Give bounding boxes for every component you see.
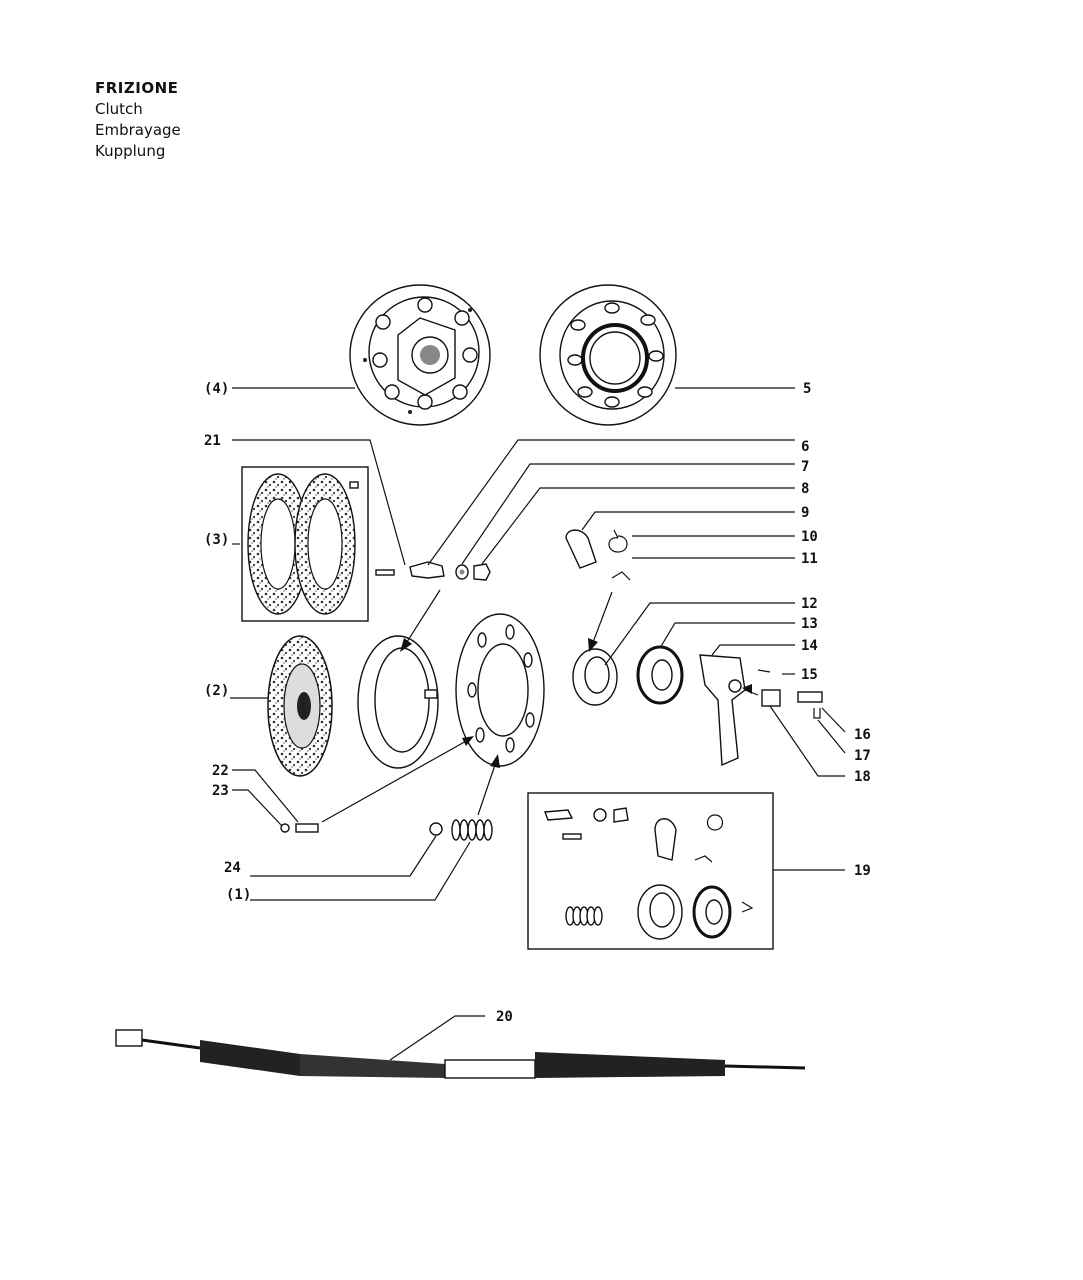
clutch-cover [539, 284, 677, 426]
assembly-arrows [321, 589, 759, 823]
label-part-8: 8 [801, 481, 809, 497]
label-part-14: 14 [801, 638, 818, 654]
leader-lines [230, 387, 846, 1061]
label-part-22: 22 [212, 763, 229, 779]
title-block: FRIZIONE Clutch Embrayage Kupplung [95, 78, 181, 162]
label-part-6: 6 [801, 439, 809, 455]
bolt-and-washer [280, 823, 319, 833]
label-part-11: 11 [801, 551, 818, 567]
friction-lining-set [241, 466, 369, 622]
label-part-10: 10 [801, 529, 818, 545]
clutch-cable [115, 1029, 806, 1079]
label-part-12: 12 [801, 596, 818, 612]
label-part-9: 9 [801, 505, 809, 521]
release-bearing [636, 645, 684, 705]
title-italian: FRIZIONE [95, 79, 179, 97]
label-part-5: 5 [803, 381, 811, 397]
spring-and-cup [429, 819, 493, 841]
label-part-17: 17 [854, 748, 871, 764]
part-number-labels: (4) 5 21 6 7 8 9 10 11 (3) 12 13 14 15 (… [204, 381, 871, 1025]
fork-pin-parts [757, 669, 823, 719]
title-german: Kupplung [95, 142, 166, 160]
repair-kit-box [527, 792, 774, 950]
label-part-4: (4) [204, 381, 229, 397]
label-part-21: 21 [204, 433, 221, 449]
label-part-18: 18 [854, 769, 871, 785]
label-part-13: 13 [801, 616, 818, 632]
label-part-16: 16 [854, 727, 871, 743]
release-fork [699, 654, 746, 767]
label-part-24: 24 [224, 860, 241, 876]
title-french: Embrayage [95, 121, 181, 139]
label-part-1: (1) [226, 887, 251, 903]
label-part-20: 20 [496, 1009, 513, 1025]
spring-plate [455, 613, 545, 767]
label-part-23: 23 [212, 783, 229, 799]
label-part-2: (2) [204, 683, 229, 699]
label-part-3: (3) [204, 532, 229, 548]
release-ring [357, 635, 439, 769]
lever-and-spring [565, 529, 631, 581]
clutch-disc [267, 635, 333, 777]
pressure-plate-assembly [349, 284, 491, 426]
title-english: Clutch [95, 100, 143, 118]
pin-and-bolt-row [375, 561, 491, 581]
label-part-7: 7 [801, 459, 809, 475]
label-part-15: 15 [801, 667, 818, 683]
label-part-19: 19 [854, 863, 871, 879]
